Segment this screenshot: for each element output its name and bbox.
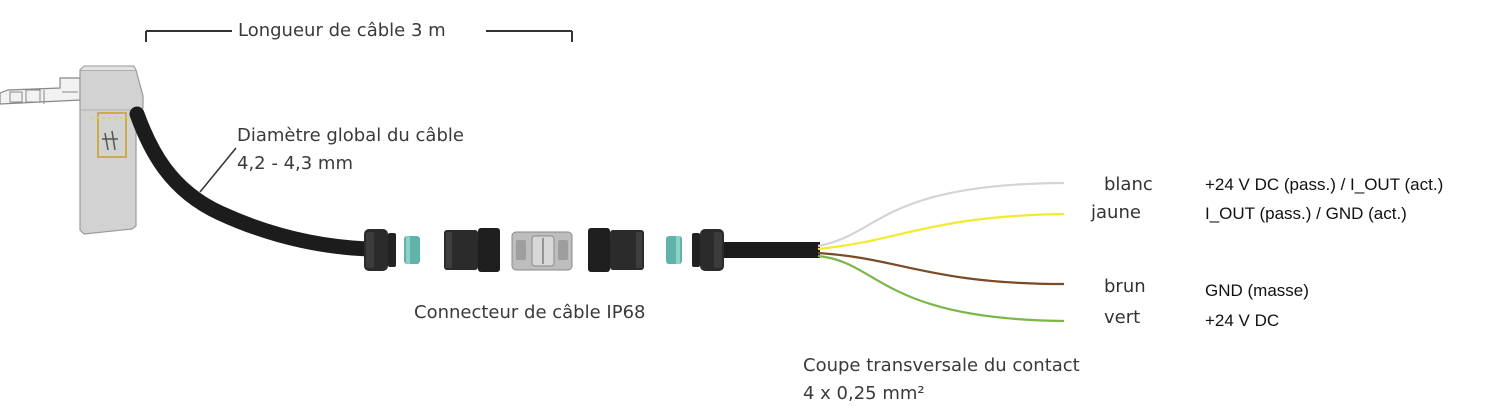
cable-length-label: Longueur de câble 3 m [238, 20, 446, 41]
cable [129, 106, 376, 257]
wire-blanc [817, 181, 1065, 248]
wire-brun [817, 251, 1065, 286]
wire-signal-label: GND (masse) [1205, 281, 1309, 300]
cable-output [724, 242, 820, 258]
diameter-title: Diamètre global du câble [237, 125, 464, 146]
ip68-connector [364, 228, 724, 272]
wire-vert [817, 254, 1065, 323]
wire-color-label: vert [1104, 307, 1141, 328]
connector-label: Connecteur de câble IP68 [414, 302, 646, 323]
cable-length-bracket [145, 30, 573, 42]
wire-signal-label: +24 V DC [1205, 311, 1280, 330]
wire-color-label: blanc [1104, 174, 1153, 195]
wire-jaune [817, 212, 1065, 251]
wire-color-label: jaune [1091, 202, 1141, 223]
diameter-value: 4,2 - 4,3 mm [237, 153, 353, 174]
wire-signal-label: +24 V DC (pass.) / I_OUT (act.) [1205, 175, 1444, 194]
diameter-leader [199, 147, 237, 193]
sensor-housing [0, 65, 144, 235]
cross-section-title: Coupe transversale du contact [803, 355, 1080, 376]
wire-color-label: brun [1104, 276, 1146, 297]
wire-signal-label: I_OUT (pass.) / GND (act.) [1205, 204, 1407, 223]
cross-section-value: 4 x 0,25 mm² [803, 383, 925, 404]
